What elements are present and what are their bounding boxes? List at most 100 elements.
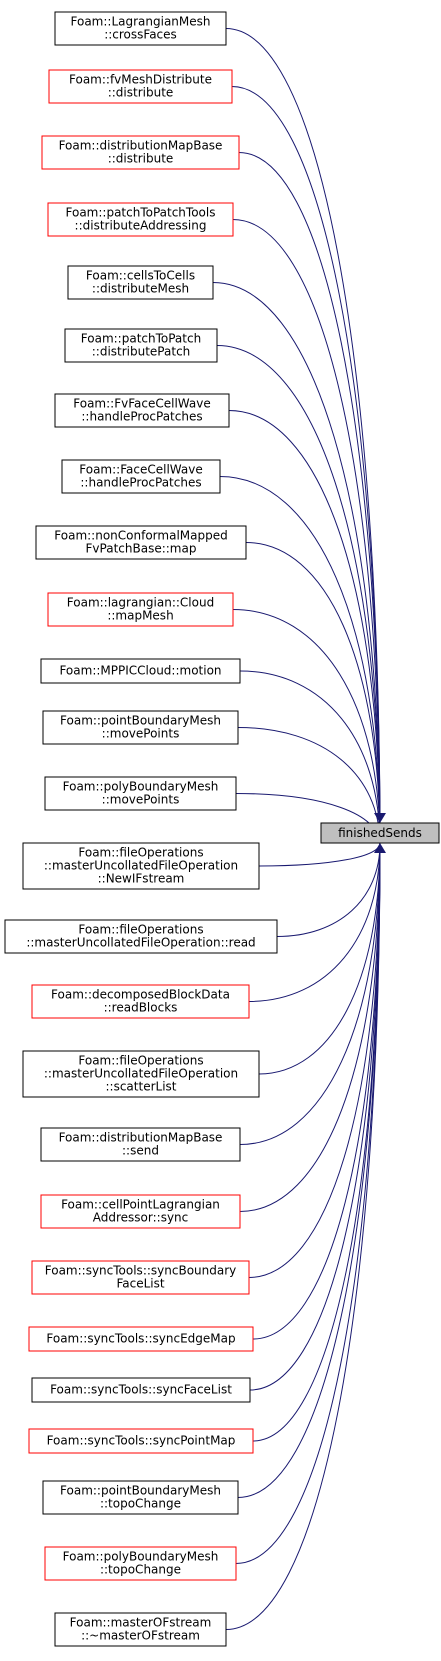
caller-node-box[interactable] (44, 776, 237, 811)
caller-node-label[interactable]: Foam::fileOperations (78, 1054, 203, 1068)
caller-node-label[interactable]: ::movePoints (102, 727, 180, 741)
caller-node-label[interactable]: Foam::fvMeshDistribute (69, 73, 212, 87)
caller-node-label[interactable]: Addressor::sync (93, 1211, 189, 1225)
caller-node[interactable]: Foam::syncTools::syncFaceList (31, 1377, 251, 1403)
caller-node-box[interactable] (47, 592, 234, 627)
caller-node-label[interactable]: Foam::syncTools::syncBoundary (45, 1264, 237, 1278)
caller-node-label[interactable]: ::topoChange (100, 1563, 181, 1577)
caller-node[interactable]: Foam::patchToPatchTools::distributeAddre… (47, 202, 234, 237)
caller-node-label[interactable]: ::distribute (108, 152, 174, 166)
caller-node-label[interactable]: ::movePoints (102, 793, 180, 807)
caller-node-box[interactable] (41, 135, 240, 170)
caller-node[interactable]: Foam::syncTools::syncPointMap (28, 1428, 254, 1454)
caller-node[interactable]: Foam::distributionMapBase::distribute (41, 135, 240, 170)
caller-node[interactable]: Foam::polyBoundaryMesh::topoChange (44, 1546, 237, 1581)
caller-node-label[interactable]: Foam::fileOperations (78, 923, 203, 937)
caller-node[interactable]: Foam::FvFaceCellWave::handleProcPatches (54, 393, 230, 428)
caller-node-label[interactable]: Foam::decomposedBlockData (51, 988, 230, 1002)
caller-node[interactable]: Foam::pointBoundaryMesh::topoChange (42, 1480, 239, 1515)
caller-node-label[interactable]: ::distributeMesh (92, 282, 189, 296)
caller-node[interactable]: Foam::fileOperations::masterUncollatedFi… (4, 919, 278, 954)
caller-node[interactable]: Foam::fvMeshDistribute::distribute (48, 69, 233, 104)
caller-node-box[interactable] (4, 919, 278, 954)
caller-node-label[interactable]: Foam::cellsToCells (86, 269, 195, 283)
caller-node-box[interactable] (22, 1050, 260, 1098)
caller-node-box[interactable] (28, 1326, 254, 1352)
caller-node-box[interactable] (28, 1428, 254, 1454)
caller-node-label[interactable]: ::send (122, 1144, 159, 1158)
caller-node[interactable]: Foam::masterOFstream::~masterOFstream (54, 1612, 227, 1647)
caller-node-label[interactable]: ::~masterOFstream (81, 1629, 200, 1643)
caller-node[interactable]: Foam::fileOperations::masterUncollatedFi… (22, 1050, 260, 1098)
caller-node-box[interactable] (40, 1194, 241, 1229)
caller-node-label[interactable]: ::topoChange (100, 1497, 181, 1511)
caller-node-label[interactable]: Foam::lagrangian::Cloud (67, 596, 214, 610)
caller-node-label[interactable]: FvPatchBase::map (86, 542, 197, 556)
caller-node-box[interactable] (67, 265, 214, 300)
caller-node-box[interactable] (47, 202, 234, 237)
caller-node[interactable]: Foam::lagrangian::Cloud::mapMesh (47, 592, 234, 627)
caller-node-box[interactable] (42, 710, 239, 745)
caller-node-label[interactable]: ::masterUncollatedFileOperation::read (26, 936, 255, 950)
caller-node[interactable]: Foam::fileOperations::masterUncollatedFi… (22, 842, 260, 890)
caller-node-label[interactable]: ::mapMesh (107, 609, 173, 623)
caller-node-box[interactable] (61, 459, 221, 494)
caller-node-box[interactable] (48, 69, 233, 104)
caller-node-label[interactable]: Foam::MPPICCloud::motion (59, 664, 221, 678)
caller-node-label[interactable]: Foam::LagrangianMesh (71, 15, 211, 29)
caller-node-label[interactable]: ::handleProcPatches (80, 476, 201, 490)
caller-node-label[interactable]: Foam::FaceCellWave (79, 463, 202, 477)
caller-node-label[interactable]: ::masterUncollatedFileOperation (44, 1067, 238, 1081)
caller-node-label[interactable]: FaceList (116, 1277, 164, 1291)
caller-node-box[interactable] (35, 525, 247, 560)
caller-node-label[interactable]: Foam::patchToPatchTools (66, 206, 216, 220)
caller-node-box[interactable] (40, 1127, 241, 1162)
caller-node-box[interactable] (44, 1546, 237, 1581)
caller-node-label[interactable]: Foam::patchToPatch (81, 332, 201, 346)
caller-node-label[interactable]: Foam::FvFaceCellWave (73, 397, 210, 411)
caller-node-label[interactable]: ::handleProcPatches (81, 410, 202, 424)
caller-node[interactable]: Foam::FaceCellWave::handleProcPatches (61, 459, 221, 494)
caller-node-label[interactable]: ::distributeAddressing (75, 219, 207, 233)
caller-node-label[interactable]: ::masterUncollatedFileOperation (44, 859, 238, 873)
caller-node-label[interactable]: Foam::fileOperations (78, 846, 203, 860)
caller-node-label[interactable]: Foam::nonConformalMapped (54, 529, 227, 543)
caller-node-box[interactable] (40, 658, 241, 684)
caller-node-label[interactable]: Foam::masterOFstream (70, 1616, 212, 1630)
caller-node[interactable]: Foam::distributionMapBase::send (40, 1127, 241, 1162)
caller-node[interactable]: Foam::MPPICCloud::motion (40, 658, 241, 684)
caller-node-label[interactable]: Foam::distributionMapBase (59, 1131, 223, 1145)
caller-node-label[interactable]: Foam::polyBoundaryMesh (63, 1550, 219, 1564)
caller-node-label[interactable]: Foam::syncTools::syncPointMap (47, 1434, 236, 1448)
caller-node-label[interactable]: Foam::syncTools::syncFaceList (50, 1383, 232, 1397)
caller-node-box[interactable] (54, 1612, 227, 1647)
caller-node[interactable]: Foam::LagrangianMesh::crossFaces (54, 11, 227, 46)
caller-node-box[interactable] (22, 842, 260, 890)
caller-node-label[interactable]: ::distribute (108, 86, 174, 100)
caller-node-label[interactable]: Foam::cellPointLagrangian (61, 1198, 220, 1212)
caller-node-box[interactable] (31, 1377, 251, 1403)
caller-node-label[interactable]: Foam::distributionMapBase (59, 139, 223, 153)
caller-node-box[interactable] (54, 11, 227, 46)
caller-node-label[interactable]: Foam::pointBoundaryMesh (60, 714, 221, 728)
caller-node-box[interactable] (31, 984, 250, 1019)
caller-node-box[interactable] (31, 1260, 250, 1295)
caller-node-label[interactable]: ::distributePatch (92, 345, 191, 359)
caller-node-label[interactable]: ::crossFaces (104, 28, 177, 42)
caller-node-label[interactable]: Foam::polyBoundaryMesh (63, 780, 219, 794)
caller-node-label[interactable]: Foam::pointBoundaryMesh (60, 1484, 221, 1498)
caller-node-label[interactable]: ::scatterList (106, 1080, 177, 1094)
caller-node[interactable]: Foam::syncTools::syncEdgeMap (28, 1326, 254, 1352)
caller-node-box[interactable] (42, 1480, 239, 1515)
caller-node[interactable]: Foam::pointBoundaryMesh::movePoints (42, 710, 239, 745)
caller-node[interactable]: Foam::polyBoundaryMesh::movePoints (44, 776, 237, 811)
caller-node[interactable]: Foam::cellsToCells::distributeMesh (67, 265, 214, 300)
caller-node-label[interactable]: ::NewIFstream (98, 872, 185, 886)
caller-node-box[interactable] (54, 393, 230, 428)
caller-node[interactable]: Foam::patchToPatch::distributePatch (64, 328, 218, 363)
caller-node-box[interactable] (64, 328, 218, 363)
caller-node-label[interactable]: Foam::syncTools::syncEdgeMap (46, 1332, 235, 1346)
